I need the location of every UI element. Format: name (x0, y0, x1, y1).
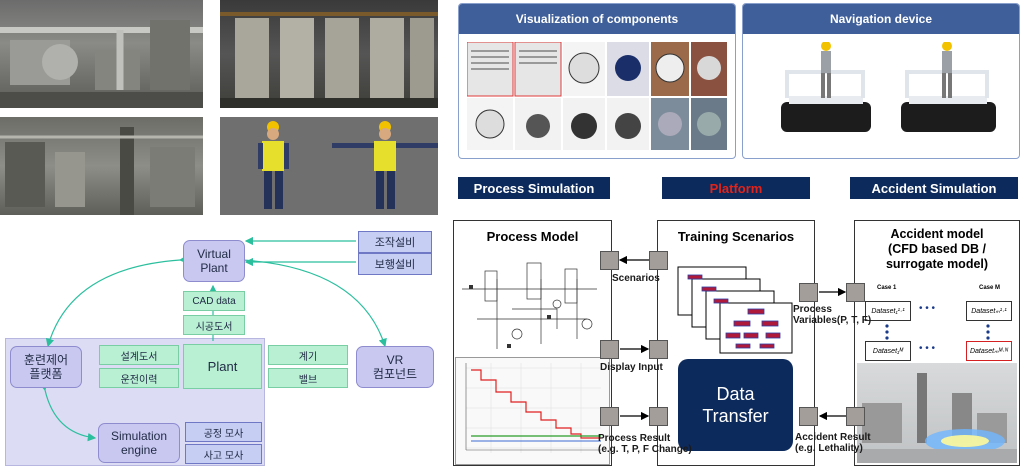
cfd-render-box (857, 363, 1017, 463)
design-docs-box: 설계도서 (99, 345, 179, 365)
plant-render-photo-1 (0, 0, 203, 108)
component-thumbnails (467, 42, 727, 150)
treadmill-devices-image (781, 42, 996, 132)
dataset-top-right: Datasetₘ¹·¹ (966, 301, 1012, 321)
simulation-engine-box: Simulation engine (98, 423, 180, 463)
process-simulation-header: Process Simulation (458, 177, 610, 199)
port-training-left-2 (649, 340, 668, 359)
case-m-label: Case M (979, 285, 1001, 291)
port-process-right-2 (600, 340, 619, 359)
trend-chart (465, 363, 601, 453)
navigation-title: Navigation device (743, 4, 1019, 34)
accident-model-box: Accident model (CFD based DB / surrogate… (854, 220, 1020, 466)
navigation-panel: Navigation device (742, 3, 1020, 159)
process-variables-label: Process Variables(P, T, F) (793, 304, 872, 326)
process-model-title: Process Model (486, 229, 579, 244)
process-model-box: Process Model (453, 220, 612, 466)
scenario-trees (677, 266, 793, 354)
walking-equipment-box: 보행설비 (358, 253, 432, 275)
left-diagram-connectors (39, 236, 387, 442)
dots-row-top: • • • (919, 303, 936, 314)
port-training-right-1 (799, 283, 818, 302)
training-scenarios-title: Training Scenarios (677, 229, 795, 244)
data-transfer-block: Data Transfer (678, 359, 793, 451)
display-input-label: Display Input (600, 362, 663, 373)
operation-history-box: 운전이력 (99, 368, 179, 388)
worker-avatar-image (258, 121, 438, 209)
valve-box: 밸브 (268, 368, 348, 388)
training-platform-box: 훈련제어 플랫폼 (10, 346, 82, 388)
dataset-bottom-right: Datasetₘᴹ·ᴺ (966, 341, 1012, 361)
plant-render-photo-2 (220, 0, 438, 108)
scenarios-label: Scenarios (612, 273, 660, 284)
port-training-left-1 (649, 251, 668, 270)
process-result-label: Process Result (e.g. T, P, F Change) (598, 433, 692, 455)
cad-data-box: CAD data (183, 291, 245, 311)
port-accident-left-2 (846, 407, 865, 426)
dots-row-bottom: • • • (919, 343, 936, 354)
accident-model-title: Accident model (CFD based DB / surrogate… (885, 227, 989, 271)
platform-header: Platform (662, 177, 810, 199)
dataset-top-left: Dataset₁¹·¹ (865, 301, 911, 321)
piping-render-image (0, 20, 203, 108)
vr-components-box: VR 컴포넌트 (356, 346, 434, 388)
trend-chart-box (455, 357, 610, 465)
port-training-right-2 (799, 407, 818, 426)
accident-result-label: Accident Result (e.g. Lethality) (795, 432, 871, 454)
training-scenarios-box: Training Scenarios Data Transfer (657, 220, 815, 466)
tanks-render-image (220, 12, 438, 108)
worker-avatar-photo (220, 117, 438, 215)
plant-render-photo-3 (0, 117, 203, 215)
accident-sim-kr-box: 사고 모사 (185, 444, 262, 464)
visualization-panel: Visualization of components (458, 3, 736, 159)
pfd-schematic (462, 262, 597, 349)
instrument-box: 계기 (268, 345, 348, 365)
port-process-right-3 (600, 407, 619, 426)
virtual-plant-box: Virtual Plant (183, 240, 245, 282)
plant-box: Plant (183, 344, 262, 389)
control-equipment-box: 조작설비 (358, 231, 432, 253)
port-accident-left-1 (846, 283, 865, 302)
port-process-right-1 (600, 251, 619, 270)
dataset-bottom-left: Dataset₁ᴹ (865, 341, 911, 361)
vertical-dots (885, 324, 990, 340)
case-1-label: Case 1 (877, 285, 897, 291)
cfd-render-image (857, 373, 1017, 463)
process-sim-kr-box: 공정 모사 (185, 422, 262, 442)
port-training-left-3 (649, 407, 668, 426)
visualization-title: Visualization of components (459, 4, 735, 34)
construction-drawings-box: 시공도서 (183, 315, 245, 335)
accident-simulation-header: Accident Simulation (850, 177, 1018, 199)
plant-interior-image (0, 127, 203, 215)
